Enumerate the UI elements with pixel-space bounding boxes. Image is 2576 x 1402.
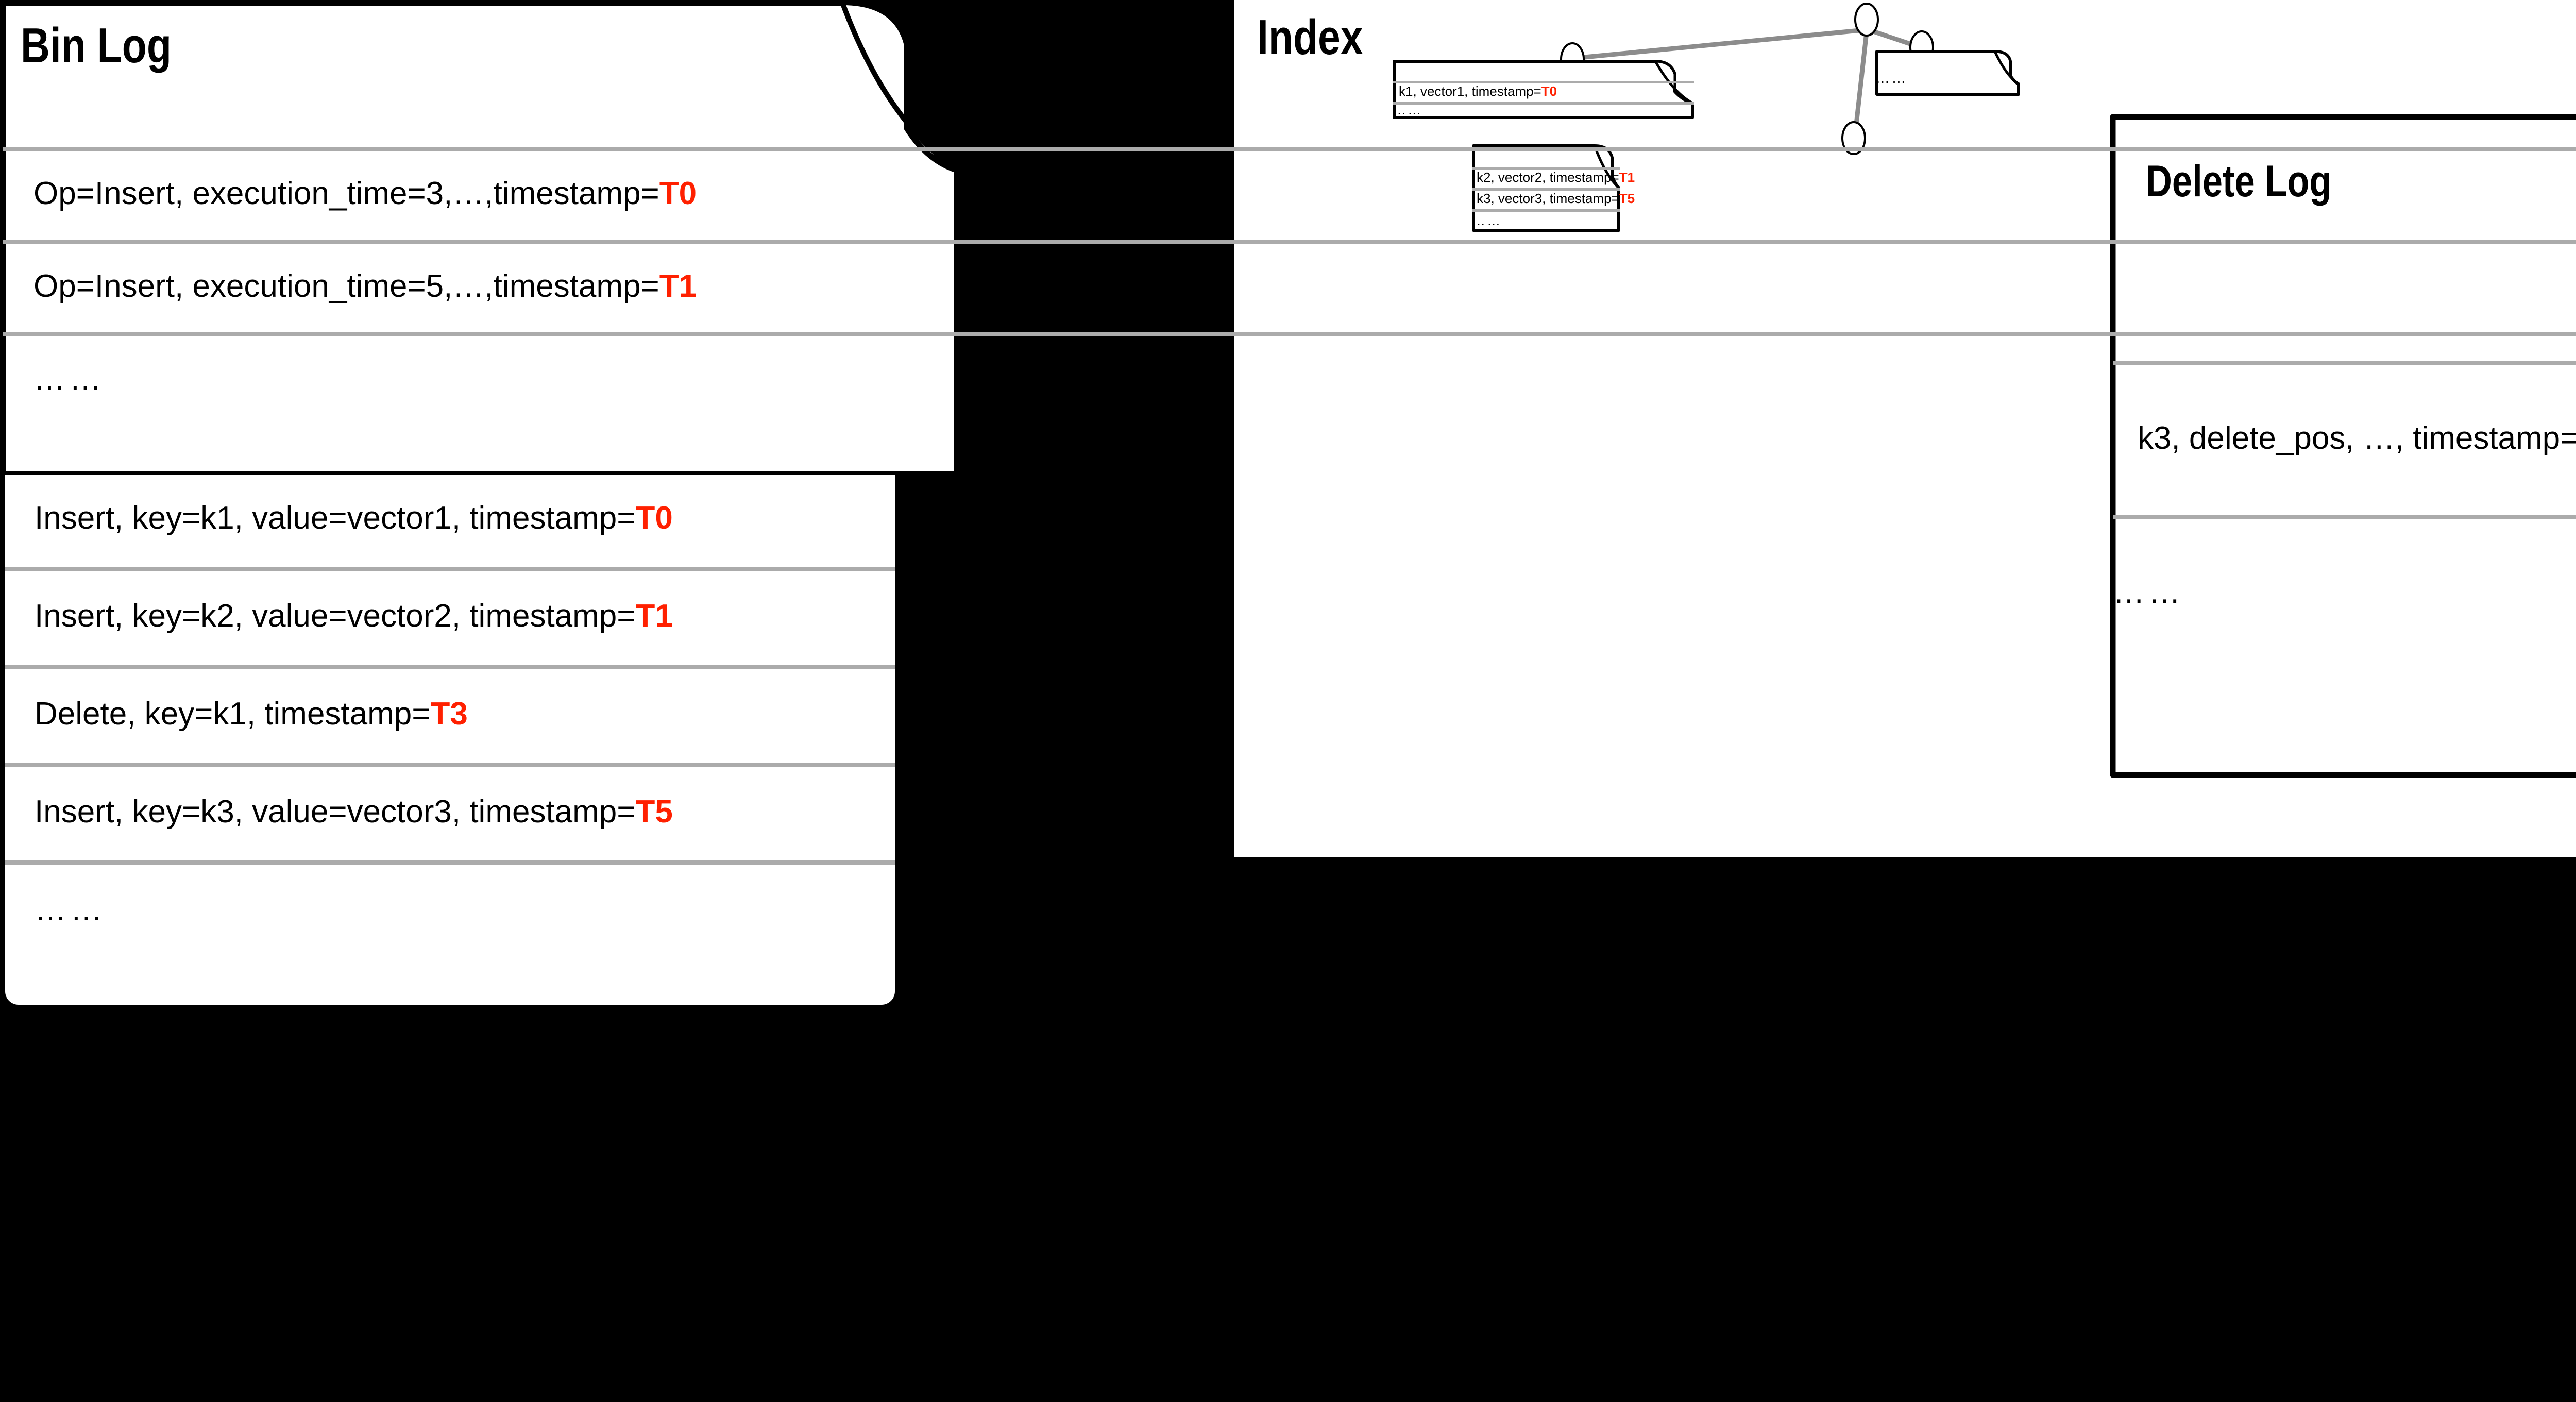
row-separator xyxy=(5,860,895,865)
card-row-text: …… xyxy=(2113,574,2184,610)
card-row-list: k3, delete_pos, …, timestamp=T3 …… xyxy=(2113,361,2576,669)
row-separator xyxy=(1393,81,1694,83)
document-card-shape xyxy=(2110,114,2576,778)
row-separator xyxy=(3,332,2576,336)
wal-row: Insert, key=k2, value=vector2, timestamp… xyxy=(5,567,895,665)
tree-edge-root-to-middle xyxy=(1852,31,1869,139)
document-card-shape xyxy=(0,0,960,475)
wal-row: Insert, key=k3, value=vector3, timestamp… xyxy=(5,763,895,860)
row-separator xyxy=(1472,209,1620,212)
bin-log-title: Bin Log xyxy=(21,18,172,73)
wal-row-text: Insert, key=k1, value=vector1, timestamp… xyxy=(35,500,673,536)
card-row-text: k3, vector3, timestamp=T5 xyxy=(1477,191,1635,206)
delete-log-title: Delete Log xyxy=(2146,157,2332,206)
timestamp-value: T1 xyxy=(1619,170,1635,185)
wal-row: Delete, key=k1, timestamp=T3 xyxy=(5,665,895,763)
bin-log-row-text: Op=Insert, execution_time=3,…,timestamp=… xyxy=(33,175,697,211)
row-separator xyxy=(2113,361,2576,365)
delete-log-card: Delete Log k3, delete_pos, …, timestamp=… xyxy=(2110,114,2576,779)
card-row-text: …… xyxy=(1875,70,1908,86)
index-title: Index xyxy=(1257,10,1363,65)
timestamp-value: T0 xyxy=(635,500,673,536)
wal-row: Insert, key=k1, value=vector1, timestamp… xyxy=(5,469,895,567)
card-row: k3, vector3, timestamp=T5 xyxy=(1472,188,1635,209)
index-leaf-card-k1: k1, vector1, timestamp=T0 …… xyxy=(1393,60,1694,119)
card-row: …… xyxy=(1875,65,2020,91)
card-row-text: …… xyxy=(1393,102,1423,117)
row-separator xyxy=(1472,167,1620,170)
card-row-text: k3, delete_pos, …, timestamp=T3 xyxy=(2138,420,2576,456)
wal-row-list: Insert, key=k1, value=vector1, timestamp… xyxy=(5,469,895,958)
card-row: k2, vector2, timestamp=T1 xyxy=(1472,167,1635,188)
row-separator xyxy=(5,763,895,767)
card-row: k3, delete_pos, …, timestamp=T3 xyxy=(2113,361,2576,515)
bin-log-row: Op=Insert, execution_time=5,…,timestamp=… xyxy=(3,240,2576,332)
card-row: k1, vector1, timestamp=T0 xyxy=(1393,81,1694,102)
timestamp-value: T3 xyxy=(430,696,468,732)
bin-log-row-text: …… xyxy=(33,361,105,397)
row-separator xyxy=(5,665,895,669)
timestamp-value: T5 xyxy=(635,793,673,830)
timestamp-value: T0 xyxy=(1541,83,1557,99)
folded-corner-icon xyxy=(840,0,960,173)
index-panel: Index k1, vector1, ti xyxy=(1234,0,2576,857)
wal-row-text: Delete, key=k1, timestamp=T3 xyxy=(35,696,468,732)
tree-node-root xyxy=(1854,3,1879,37)
wal-row: …… xyxy=(5,860,895,958)
timestamp-value: T0 xyxy=(659,175,697,211)
card-row-list: k1, vector1, timestamp=T0 …… xyxy=(1393,81,1694,118)
card-row-text: k1, vector1, timestamp=T0 xyxy=(1399,83,1557,99)
row-separator xyxy=(1393,102,1694,105)
bin-log-row: …… xyxy=(3,332,2576,425)
row-separator xyxy=(3,147,2576,151)
timestamp-value: T5 xyxy=(1619,191,1635,206)
card-row-text: k2, vector2, timestamp=T1 xyxy=(1477,170,1635,185)
folded-corner-icon xyxy=(1993,50,2020,86)
tree-edge-root-to-right xyxy=(1868,27,1922,50)
bin-log-panel: Bin Log Op=Insert, execution_time=3,…,ti… xyxy=(0,0,2576,475)
index-leaf-card-ellipsis: …… xyxy=(1875,50,2020,96)
bin-log-row: Op=Insert, execution_time=3,…,timestamp=… xyxy=(3,147,2576,240)
card-row: …… xyxy=(1472,209,1620,232)
row-separator xyxy=(1472,188,1620,191)
card-row: …… xyxy=(1393,102,1694,118)
bin-log-row-list: Op=Insert, execution_time=3,…,timestamp=… xyxy=(3,147,2576,425)
tree-edge-root-to-left xyxy=(1573,27,1866,61)
row-separator xyxy=(5,567,895,571)
row-separator xyxy=(2113,515,2576,519)
row-separator xyxy=(3,240,2576,244)
card-row-text: …… xyxy=(1472,212,1502,228)
document-card-shape xyxy=(1875,50,2020,96)
bin-log-row-text: Op=Insert, execution_time=5,…,timestamp=… xyxy=(33,268,697,304)
wal-row-text: Insert, key=k2, value=vector2, timestamp… xyxy=(35,598,673,634)
wal-row-text: Insert, key=k3, value=vector3, timestamp… xyxy=(35,793,673,830)
timestamp-value: T1 xyxy=(635,598,673,634)
wal-row-text: …… xyxy=(35,891,106,927)
timestamp-value: T1 xyxy=(659,268,697,304)
card-row: …… xyxy=(2113,515,2576,669)
card-row-list: k2, vector2, timestamp=T1 k3, vector3, t… xyxy=(1472,167,1635,232)
index-leaf-card-k2: k2, vector2, timestamp=T1 k3, vector3, t… xyxy=(1472,144,1635,232)
card-row-list: …… xyxy=(1875,65,2020,91)
